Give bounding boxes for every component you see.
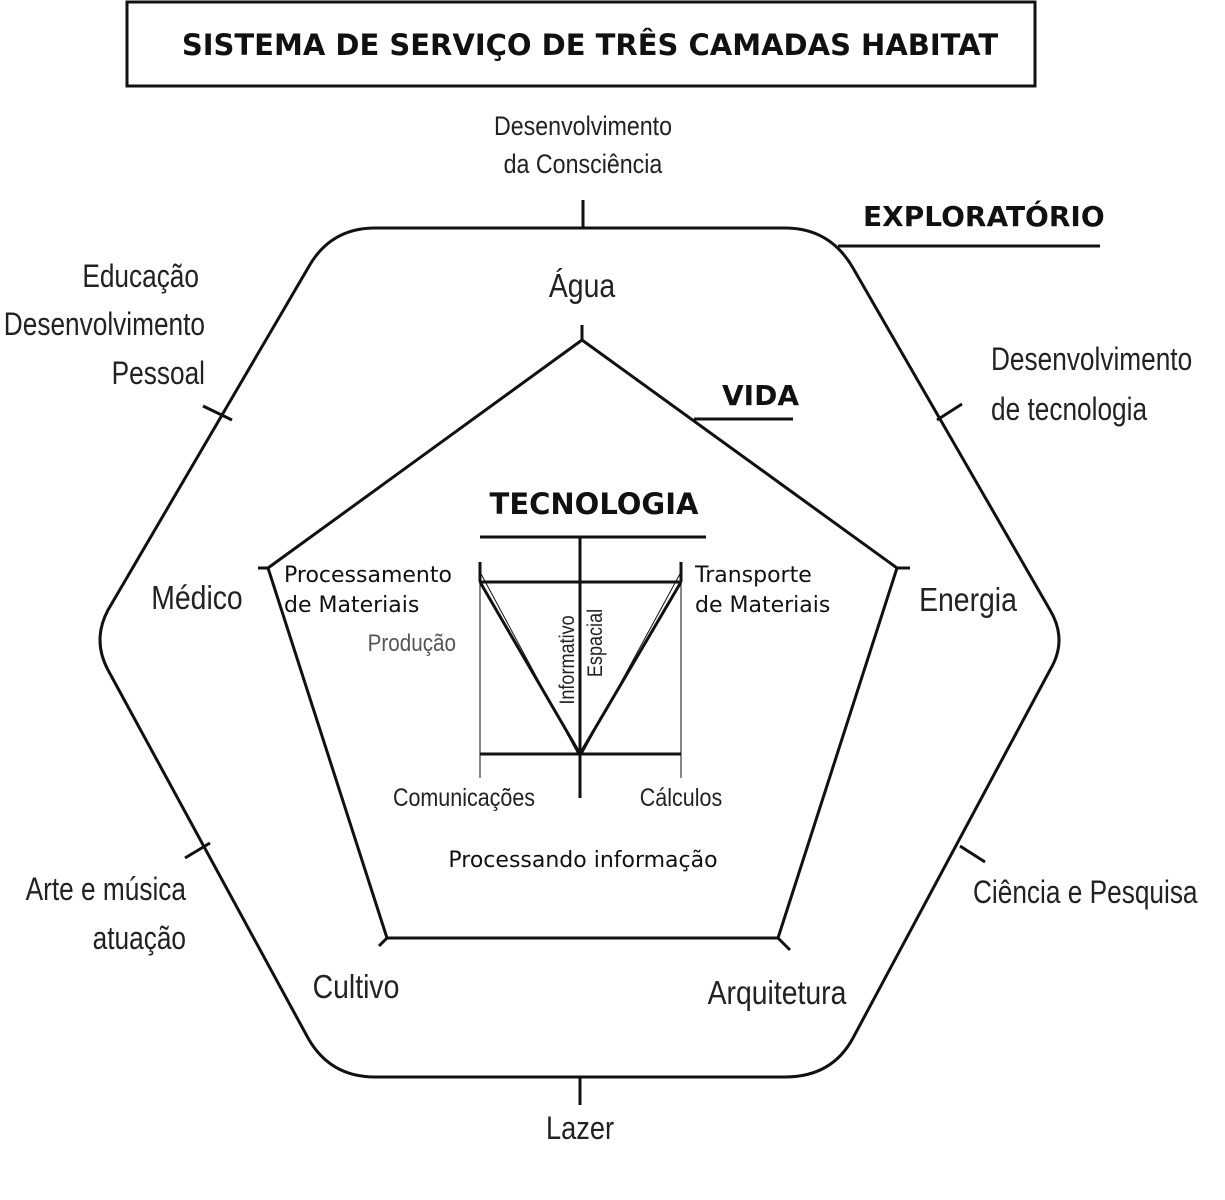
label-arte-musica-2: atuação bbox=[93, 922, 186, 957]
pentagon-vida bbox=[266, 338, 899, 940]
label-processamento-materiais-1: Processamento bbox=[284, 563, 452, 588]
tick-upper-right bbox=[936, 402, 963, 422]
tick-pentagon-bottom-right bbox=[776, 936, 792, 952]
layer-exploratorio-label: EXPLORATÓRIO bbox=[863, 199, 1105, 233]
label-desenvolvimento-pessoal-2: Pessoal bbox=[112, 357, 205, 392]
title-box bbox=[125, 0, 1037, 88]
triangle-right-thin bbox=[581, 571, 682, 755]
label-transporte-materiais-1: Transporte bbox=[694, 563, 812, 588]
triangle-left-bold bbox=[478, 581, 582, 755]
label-energia: Energia bbox=[919, 581, 1018, 619]
label-processamento-materiais-2: de Materiais bbox=[284, 593, 419, 618]
tick-upper-left bbox=[202, 404, 233, 422]
diagram-title: SISTEMA DE SERVIÇO DE TRÊS CAMADAS HABIT… bbox=[182, 28, 999, 62]
label-arte-musica-1: Arte e música bbox=[26, 873, 187, 908]
label-educacao: Educação bbox=[82, 260, 199, 295]
label-arquitetura: Arquitetura bbox=[708, 974, 848, 1012]
label-calculos: Cálculos bbox=[640, 783, 722, 811]
label-transporte-materiais-2: de Materiais bbox=[695, 593, 830, 618]
label-lazer: Lazer bbox=[546, 1111, 614, 1147]
label-medico: Médico bbox=[151, 579, 242, 617]
label-desenvolvimento-consciencia-2: da Consciência bbox=[504, 149, 663, 179]
outer-hexagon bbox=[98, 226, 1061, 1079]
label-processando-informacao: Processando informação bbox=[448, 848, 717, 873]
label-cultivo: Cultivo bbox=[313, 968, 400, 1006]
triangle-left-thin bbox=[479, 571, 579, 755]
label-agua: Água bbox=[549, 267, 616, 305]
label-desenvolvimento-consciencia-1: Desenvolvimento bbox=[494, 111, 672, 141]
layer-vida-label: VIDA bbox=[722, 379, 799, 412]
label-espacial: Espacial bbox=[584, 609, 608, 677]
label-desenvolvimento-tecnologia-2: de tecnologia bbox=[991, 393, 1148, 428]
label-ciencia-pesquisa: Ciência e Pesquisa bbox=[973, 876, 1198, 911]
tick-pentagon-bottom-left bbox=[377, 936, 389, 948]
label-desenvolvimento-tecnologia-1: Desenvolvimento bbox=[991, 343, 1192, 378]
tick-lower-left bbox=[184, 841, 211, 860]
label-producao: Produção bbox=[368, 630, 456, 657]
label-desenvolvimento-pessoal-1: Desenvolvimento bbox=[4, 308, 205, 343]
label-comunicacoes: Comunicações bbox=[393, 783, 535, 811]
triangle-right-bold bbox=[578, 581, 683, 755]
layer-tecnologia-label: TECNOLOGIA bbox=[490, 487, 699, 521]
tick-lower-right bbox=[959, 844, 986, 864]
label-informativo: Informativo bbox=[556, 615, 580, 704]
